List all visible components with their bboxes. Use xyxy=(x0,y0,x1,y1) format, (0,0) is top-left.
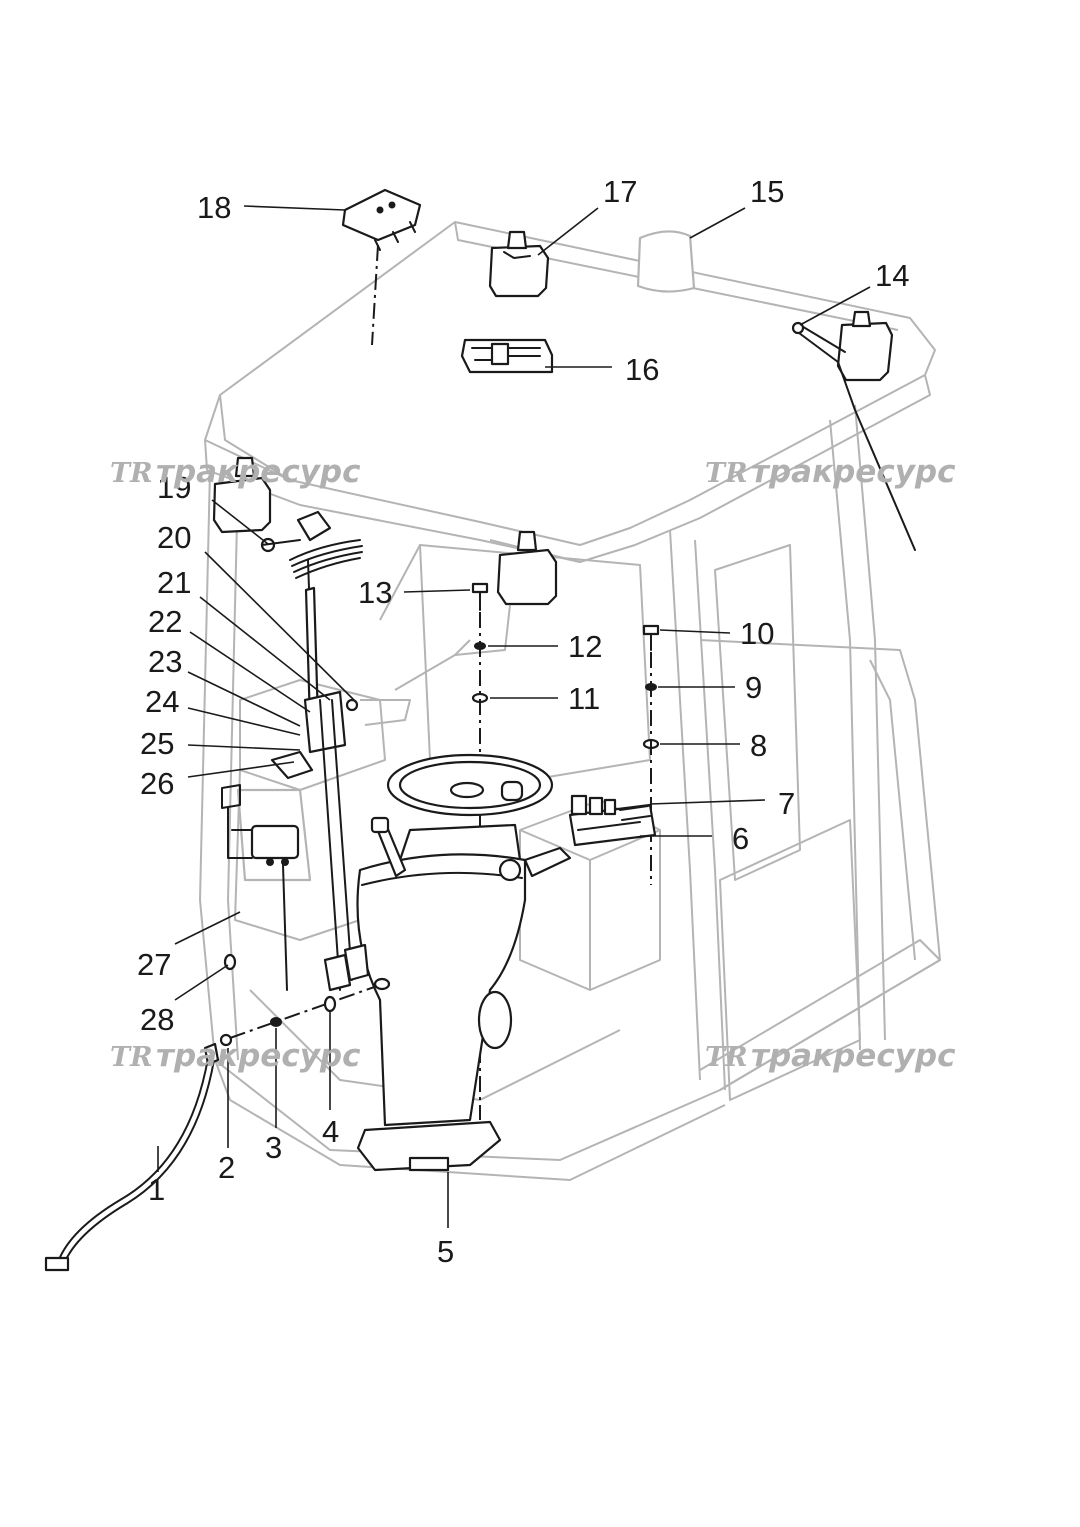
callout-18: 18 xyxy=(197,190,231,225)
callout-27: 27 xyxy=(137,947,171,982)
callout-23: 23 xyxy=(148,644,182,679)
callout-1: 1 xyxy=(148,1172,165,1207)
watermark-logo: TR xyxy=(110,458,153,489)
work-light-17-icon xyxy=(488,230,550,298)
watermark-logo: TR xyxy=(705,1042,748,1073)
callout-10: 10 xyxy=(740,616,774,651)
relay-block-icon xyxy=(341,188,422,346)
watermark-bottom-left: TR тракресурс xyxy=(110,1038,361,1074)
callout-19: 19 xyxy=(157,470,191,505)
leader-lines xyxy=(157,205,871,1228)
watermark-top-left: TR тракресурс xyxy=(110,454,361,490)
callout-9: 9 xyxy=(745,670,762,705)
watermark-text: тракресурс xyxy=(156,1038,361,1074)
callout-20: 20 xyxy=(157,520,191,555)
fastener-stack-right-icon xyxy=(642,624,660,885)
callout-14: 14 xyxy=(875,258,909,293)
callout-26: 26 xyxy=(140,766,174,801)
callout-21: 21 xyxy=(157,565,191,600)
callout-24: 24 xyxy=(145,684,179,719)
callout-11: 11 xyxy=(568,681,600,716)
watermark-bottom-right: TR тракресурс xyxy=(705,1038,956,1074)
callout-25: 25 xyxy=(140,726,174,761)
interior-lamp-icon xyxy=(460,338,554,374)
front-work-light-right-icon xyxy=(454,530,558,656)
callout-13: 13 xyxy=(358,575,392,610)
callout-7: 7 xyxy=(778,786,795,821)
rear-wiper-icon xyxy=(791,310,916,551)
watermark-text: тракресурс xyxy=(751,1038,956,1074)
callout-labels: 1 2 3 4 5 6 7 8 9 10 11 12 13 14 15 16 1… xyxy=(137,174,909,1269)
front-wiper-icon xyxy=(303,559,370,992)
callout-17: 17 xyxy=(603,174,637,209)
washer-hose-icon xyxy=(44,953,391,1272)
callout-3: 3 xyxy=(265,1130,282,1165)
callout-22: 22 xyxy=(148,604,182,639)
control-board-icon xyxy=(568,794,657,847)
beacon-lamp-icon xyxy=(636,230,696,293)
callout-8: 8 xyxy=(750,728,767,763)
callout-12: 12 xyxy=(568,629,602,664)
callout-2: 2 xyxy=(218,1150,235,1185)
callout-4: 4 xyxy=(322,1114,339,1149)
steering-column-icon xyxy=(356,753,572,1172)
watermark-logo: TR xyxy=(110,1042,153,1073)
callout-6: 6 xyxy=(732,821,749,856)
washer-tank-icon xyxy=(221,750,314,991)
callout-28: 28 xyxy=(140,1002,174,1037)
watermark-top-right: TR тракресурс xyxy=(705,454,956,490)
callout-15: 15 xyxy=(750,174,784,209)
front-work-light-19-icon xyxy=(212,456,363,579)
callout-5: 5 xyxy=(437,1234,454,1269)
watermark-text: тракресурс xyxy=(156,454,361,490)
callout-16: 16 xyxy=(625,352,659,387)
watermark-text: тракресурс xyxy=(751,454,956,490)
watermark-logo: TR xyxy=(705,458,748,489)
